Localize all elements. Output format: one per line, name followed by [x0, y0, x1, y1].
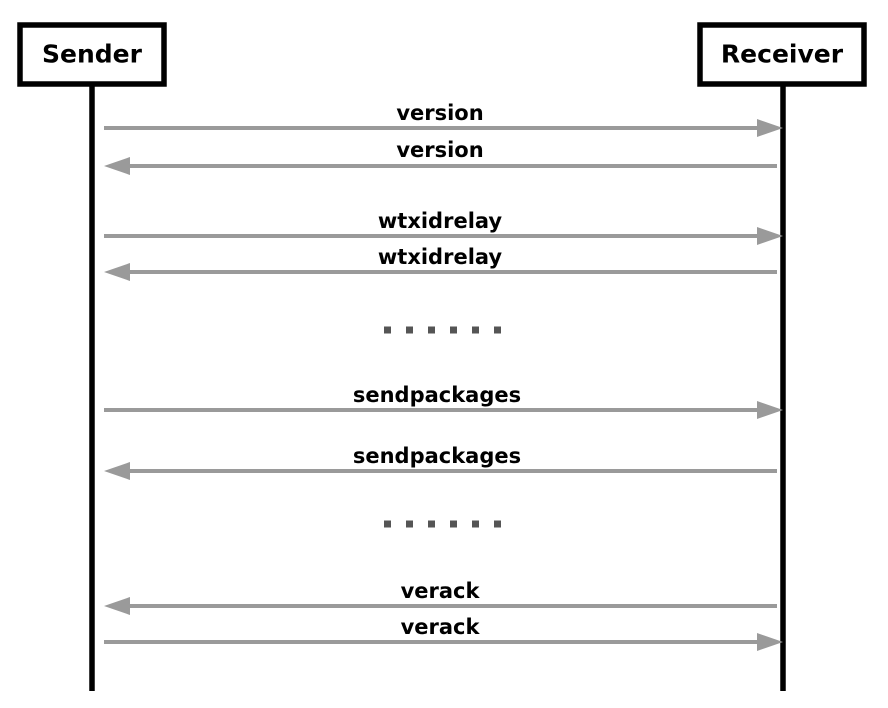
message-label: version [396, 101, 483, 125]
ellipsis-dot-icon [494, 520, 501, 528]
arrowhead-left-icon [104, 157, 130, 175]
arrowhead-right-icon [757, 227, 783, 245]
ellipsis-dot-icon [406, 326, 413, 334]
actor-box-receiver [697, 22, 867, 87]
actor-label-sender: Sender [42, 40, 143, 69]
message-7-verack[interactable]: verack [104, 615, 783, 651]
messages-layer: version version wtxidrelay wtxidrelay sendpa… [104, 101, 783, 651]
message-label: verack [401, 579, 481, 603]
actor-sender[interactable]: Sender [17, 22, 167, 87]
arrowhead-right-icon [757, 119, 783, 137]
message-label: version [396, 138, 483, 162]
ellipsis-dot-icon [428, 520, 435, 528]
actor-label-receiver: Receiver [721, 40, 844, 69]
ellipsis-dot-icon [450, 326, 457, 334]
message-label: sendpackages [353, 383, 521, 407]
actors-layer: Sender Receiver [17, 22, 867, 87]
ellipsis-group-1 [384, 520, 501, 528]
message-label: verack [401, 615, 481, 639]
message-2-wtxidrelay[interactable]: wtxidrelay [104, 209, 783, 245]
message-0-version[interactable]: version [104, 101, 783, 137]
arrowhead-left-icon [104, 462, 130, 480]
message-label: sendpackages [353, 444, 521, 468]
arrowhead-right-icon [757, 401, 783, 419]
ellipsis-dot-icon [472, 326, 479, 334]
message-label: wtxidrelay [378, 209, 503, 233]
message-label: wtxidrelay [378, 245, 503, 269]
arrowhead-right-icon [757, 633, 783, 651]
ellipsis-dot-icon [472, 520, 479, 528]
message-6-verack[interactable]: verack [104, 579, 777, 615]
message-5-sendpackages[interactable]: sendpackages [104, 444, 777, 480]
actor-receiver[interactable]: Receiver [697, 22, 867, 87]
ellipsis-dot-icon [494, 326, 501, 334]
ellipsis-dot-icon [384, 520, 391, 528]
ellipsis-dot-icon [428, 326, 435, 334]
message-3-wtxidrelay[interactable]: wtxidrelay [104, 245, 777, 281]
ellipsis-dot-icon [384, 326, 391, 334]
arrowhead-left-icon [104, 263, 130, 281]
message-4-sendpackages[interactable]: sendpackages [104, 383, 783, 419]
lifelines-layer [89, 84, 786, 691]
ellipsis-dot-icon [406, 520, 413, 528]
ellipsis-dot-icon [450, 520, 457, 528]
actor-box-sender [17, 22, 167, 87]
arrowhead-left-icon [104, 597, 130, 615]
ellipsis-groups-layer [384, 326, 501, 528]
ellipsis-group-0 [384, 326, 501, 334]
message-1-version[interactable]: version [104, 138, 777, 175]
